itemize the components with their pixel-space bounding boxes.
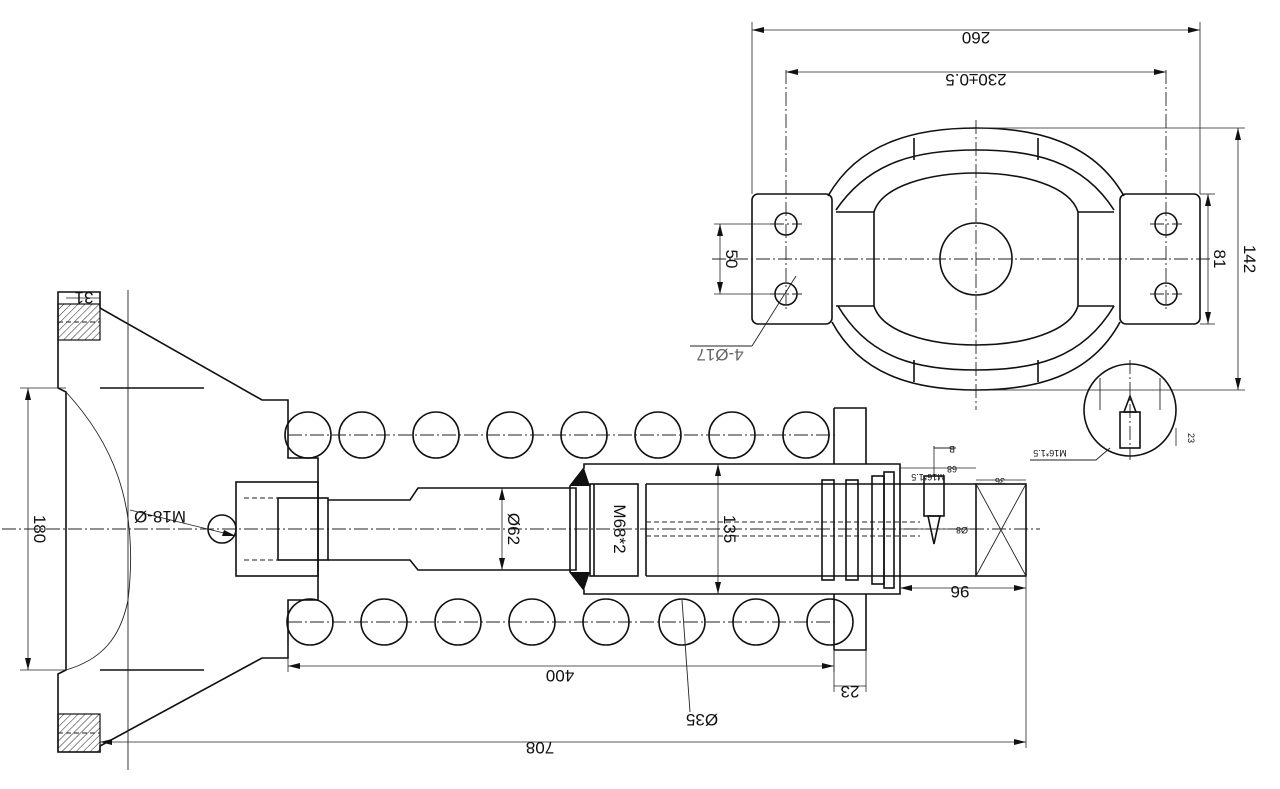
dim-height: 142 bbox=[1240, 245, 1259, 273]
rollers-top bbox=[284, 411, 830, 459]
dim-roller-diameter: Ø35 bbox=[686, 710, 718, 729]
dim-flange-height: 180 bbox=[30, 515, 49, 543]
roller bbox=[560, 411, 608, 459]
roller bbox=[732, 598, 780, 646]
seal-ring-2 bbox=[845, 479, 859, 581]
collar-top bbox=[833, 407, 867, 464]
roller bbox=[338, 411, 386, 459]
roller bbox=[286, 598, 334, 646]
flange-inner-curve bbox=[65, 391, 132, 671]
detail-thread-label: M16*1.5 bbox=[1033, 448, 1067, 458]
roller bbox=[658, 598, 706, 646]
front-view: 260 230±0.5 142 81 50 4-Ø17 bbox=[690, 22, 1259, 461]
port-label: B bbox=[949, 444, 955, 454]
roller bbox=[486, 411, 534, 459]
port-fitting-tip bbox=[927, 515, 941, 545]
dim-overall-width: 260 bbox=[962, 28, 990, 47]
housing-inner-top bbox=[835, 149, 1115, 211]
shaft-section bbox=[328, 487, 577, 571]
seal-ring-1 bbox=[821, 479, 835, 581]
dim-roller-span: 400 bbox=[546, 666, 574, 685]
dim-bore: 135 bbox=[720, 515, 739, 543]
seal-ring-4 bbox=[883, 471, 895, 589]
port-offset-label: 68 bbox=[947, 464, 957, 474]
dim-shaft-diameter: Ø62 bbox=[504, 513, 523, 545]
port-depth-label: 36 bbox=[995, 476, 1005, 486]
m68-thread-nut bbox=[589, 483, 639, 577]
collar-bottom bbox=[833, 594, 867, 651]
center-bore-circle bbox=[939, 222, 1013, 296]
roller bbox=[508, 598, 556, 646]
dim-flange-thickness: 31 bbox=[75, 288, 94, 307]
roller bbox=[782, 411, 830, 459]
pin-diameter-label: Ø8 bbox=[956, 525, 968, 535]
roller bbox=[434, 598, 482, 646]
roller bbox=[634, 411, 682, 459]
housing-inner-bottom bbox=[837, 305, 1115, 371]
roller bbox=[708, 411, 756, 459]
dim-hole-offset: 50 bbox=[722, 250, 741, 269]
dim-collar-width: 23 bbox=[841, 682, 860, 701]
roller bbox=[284, 411, 332, 459]
rollers-bottom bbox=[286, 598, 854, 646]
dim-hole-spacing: 230±0.5 bbox=[945, 70, 1006, 89]
detail-port-tip bbox=[1122, 393, 1138, 413]
right-mounting-lug bbox=[1119, 193, 1201, 325]
side-view: 31 180 M18-Ø Ø62 M68*2 bbox=[2, 288, 1040, 770]
dim-total-length: 708 bbox=[526, 738, 554, 757]
dim-boss-height: 81 bbox=[1210, 250, 1229, 269]
dim-end-length: 96 bbox=[951, 582, 970, 601]
dim-thread-large: M68*2 bbox=[610, 504, 629, 553]
roller bbox=[806, 598, 854, 646]
flange-body bbox=[57, 291, 319, 753]
roller bbox=[360, 598, 408, 646]
roller bbox=[582, 598, 630, 646]
end-block bbox=[975, 483, 1027, 577]
holes-callout: 4-Ø17 bbox=[696, 345, 743, 364]
thread-stub-core bbox=[277, 497, 329, 561]
dim-thread-small: M18-Ø bbox=[134, 507, 186, 526]
left-mounting-lug bbox=[751, 193, 833, 325]
roller bbox=[412, 411, 460, 459]
seal-ring-3 bbox=[871, 475, 885, 585]
detail-height-label: 23 bbox=[1186, 433, 1196, 443]
port-thread-label: M16*1.5 bbox=[911, 472, 945, 482]
